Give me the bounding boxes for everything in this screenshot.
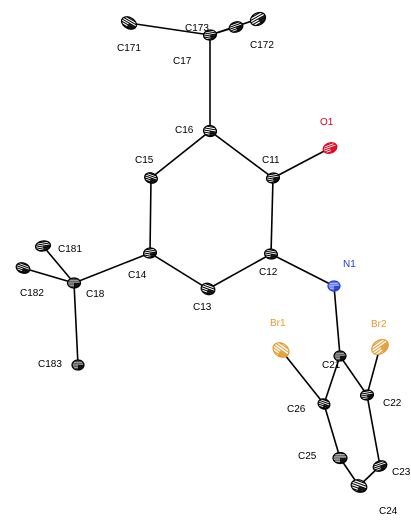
atom-C172: [249, 11, 267, 27]
atom-C22: [359, 389, 375, 401]
atom-C14: [142, 247, 158, 259]
atom-label-C22: C22: [383, 398, 402, 409]
atom-label-C24: C24: [379, 506, 398, 517]
bond-C14-C13: [149, 252, 209, 290]
bond-C18-C182: [22, 267, 75, 284]
atom-label-C13: C13: [193, 302, 212, 313]
atom-N1: [327, 280, 341, 292]
atom-C181: [34, 240, 52, 252]
bond-C25-C26: [323, 403, 341, 459]
atom-C24: [350, 479, 368, 493]
bond-C13-C12: [207, 253, 272, 290]
atom-label-C21: C21: [322, 360, 341, 371]
atom-Br2: [371, 338, 389, 356]
bond-C12-N1: [270, 253, 335, 287]
atom-label-C17: C17: [173, 56, 192, 67]
atom-label-C15: C15: [135, 155, 154, 166]
atom-label-C26: C26: [287, 404, 306, 415]
atom-C11: [265, 172, 281, 184]
atom-C15: [144, 172, 158, 184]
atom-label-C18: C18: [86, 289, 105, 300]
atom-C173: [228, 21, 244, 33]
bond-C22-C23: [366, 394, 381, 467]
bond-C11-O1: [272, 147, 331, 179]
atom-label-N1: N1: [343, 259, 356, 270]
atom-label-Br2: Br2: [371, 319, 387, 330]
atom-C26: [317, 398, 331, 410]
bond-C16-C15: [150, 130, 211, 179]
atom-label-C173: C173: [185, 23, 209, 34]
atom-label-C171: C171: [117, 43, 141, 54]
bond-C15-C14: [149, 177, 152, 254]
atom-O1: [322, 142, 338, 154]
atom-Br1: [272, 342, 290, 358]
atom-C12: [263, 248, 279, 260]
atom-C18: [66, 277, 82, 289]
atom-label-C172: C172: [250, 40, 274, 51]
atom-C16: [202, 124, 218, 138]
bond-N1-C21: [333, 285, 341, 357]
bond-C14-C18: [73, 252, 151, 284]
atom-C171: [120, 16, 138, 30]
atom-label-C183: C183: [38, 359, 62, 370]
atom-C183: [71, 359, 85, 371]
atom-C13: [200, 282, 216, 296]
atom-C25: [332, 451, 348, 465]
atom-C21: [333, 350, 347, 362]
bond-C16-C11: [209, 130, 274, 179]
atom-label-C23: C23: [392, 467, 411, 478]
atom-label-C181: C181: [58, 244, 82, 255]
bond-C18-C183: [73, 282, 79, 366]
atom-label-C16: C16: [175, 125, 194, 136]
bond-C17-C171: [128, 22, 211, 36]
atoms-layer: [15, 11, 389, 493]
atom-label-C25: C25: [298, 451, 317, 462]
atom-label-C11: C11: [262, 155, 280, 166]
bond-C26-Br1: [280, 349, 325, 405]
bond-C21-C22: [339, 355, 368, 396]
atom-label-C14: C14: [128, 270, 147, 281]
atom-label-C182: C182: [20, 288, 44, 299]
atom-label-O1: O1: [320, 117, 334, 128]
bond-C18-C181: [42, 245, 75, 284]
atom-C23: [372, 460, 388, 472]
atom-label-C12: C12: [259, 267, 278, 278]
atom-label-Br1: Br1: [270, 318, 286, 329]
atom-C182: [15, 262, 31, 274]
atom-C17: [202, 29, 218, 41]
bond-C21-C26: [323, 355, 341, 405]
bond-C11-C12: [270, 177, 274, 255]
